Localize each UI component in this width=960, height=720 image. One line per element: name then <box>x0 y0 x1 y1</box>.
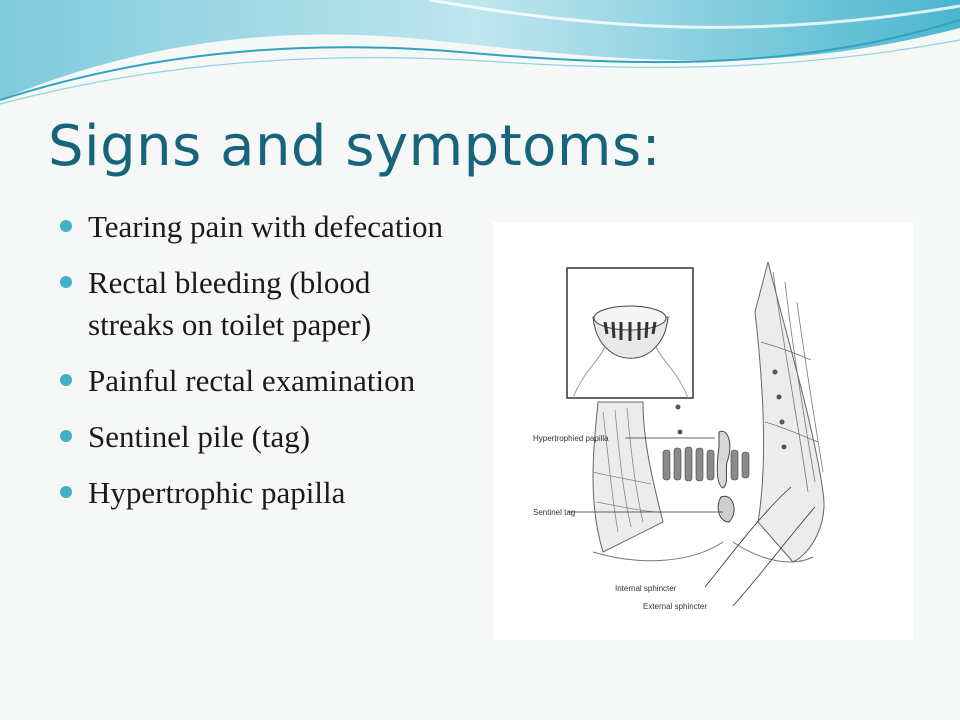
bullet-dot-icon <box>60 430 72 442</box>
label-internal-sphincter: Internal sphincter <box>615 584 677 593</box>
bullet-item: Painful rectal examination <box>58 360 458 402</box>
bullet-item: Sentinel pile (tag) <box>58 416 458 458</box>
bullet-text: Rectal bleeding (blood streaks on toilet… <box>88 265 372 342</box>
label-sentinel-tag: Sentinel tag <box>533 508 576 517</box>
bullet-text: Hypertrophic papilla <box>88 475 346 510</box>
label-hypertrophied-papilla: Hypertrophied papilla <box>533 434 609 443</box>
header-wave <box>0 0 960 105</box>
bullet-dot-icon <box>60 276 72 288</box>
bullet-item: Hypertrophic papilla <box>58 472 458 514</box>
bullet-text: Painful rectal examination <box>88 363 416 398</box>
bullet-text: Sentinel pile (tag) <box>88 419 311 454</box>
bullet-text: Tearing pain with defecation <box>88 209 444 244</box>
bullet-item: Rectal bleeding (blood streaks on toilet… <box>58 262 458 346</box>
label-external-sphincter: External sphincter <box>643 602 708 611</box>
bullet-dot-icon <box>60 220 72 232</box>
slide-title: Signs and symptoms: <box>48 114 662 179</box>
anatomy-drawing <box>566 261 825 607</box>
bullet-list: Tearing pain with defecation Rectal blee… <box>58 206 458 528</box>
bullet-dot-icon <box>60 486 72 498</box>
bullet-item: Tearing pain with defecation <box>58 206 458 248</box>
anal-fissure-illustration: Hypertrophied papilla Sentinel tag Inter… <box>493 222 913 640</box>
bullet-dot-icon <box>60 374 72 386</box>
